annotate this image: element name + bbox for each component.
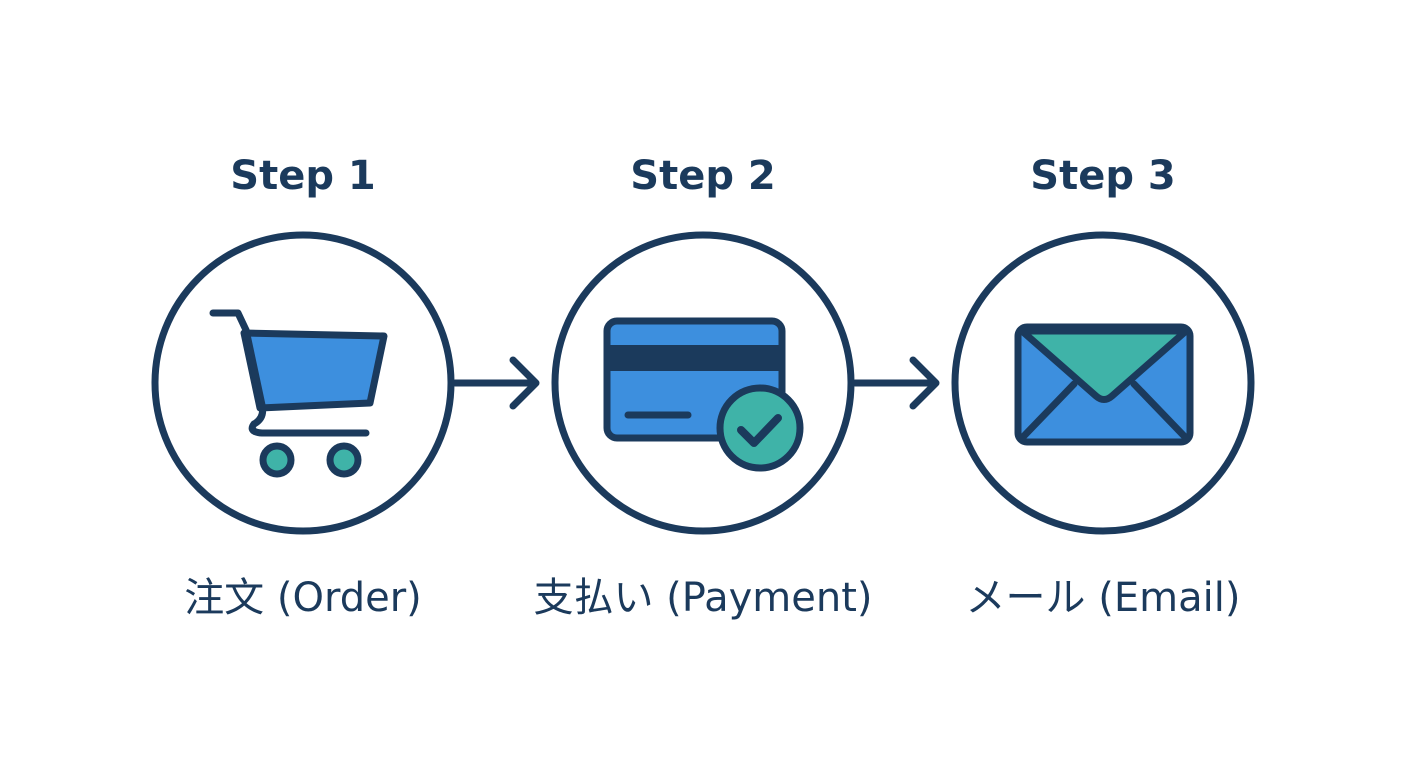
shopping-cart-icon <box>209 309 388 478</box>
arrow-1-icon <box>451 356 540 410</box>
step-2-label: 支払い (Payment) <box>533 575 873 621</box>
credit-card-check-icon <box>603 317 804 472</box>
step-1-label: 注文 (Order) <box>184 575 422 621</box>
envelope-icon <box>1014 323 1194 446</box>
step-1-title: Step 1 <box>230 153 376 199</box>
step-2-title: Step 2 <box>630 153 776 199</box>
arrow-2-icon <box>851 356 940 410</box>
step-3-label: メール (Email) <box>965 575 1241 621</box>
step-3-title: Step 3 <box>1030 153 1176 199</box>
checkmark-badge-icon <box>716 384 804 472</box>
